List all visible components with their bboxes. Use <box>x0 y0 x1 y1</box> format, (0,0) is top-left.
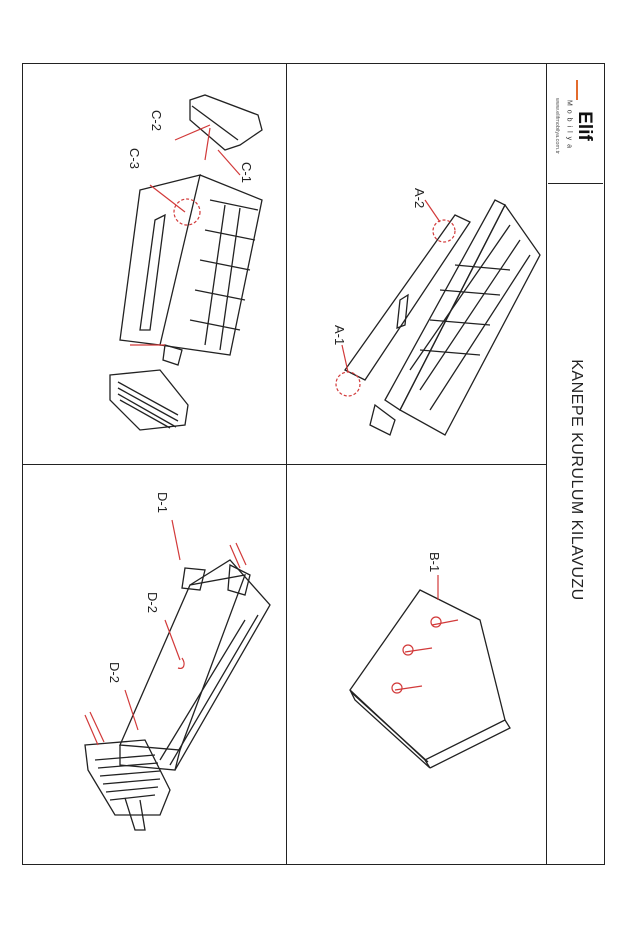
panel-b-callouts <box>391 575 459 694</box>
logo-accent-bar <box>576 80 578 100</box>
label-d2-top: D-2 <box>145 592 160 613</box>
logo-box <box>548 65 603 184</box>
label-c3: C-3 <box>127 148 142 169</box>
panel-c-callouts <box>130 124 241 346</box>
title-divider <box>546 63 547 865</box>
panel-d-drawing <box>84 559 271 831</box>
label-c1: C-1 <box>239 162 254 183</box>
label-d2-bottom: D-2 <box>107 662 122 683</box>
panel-c-drawing <box>109 94 263 431</box>
panel-b-drawing <box>349 589 511 769</box>
panel-a-callouts <box>335 199 456 397</box>
row-divider <box>22 464 546 465</box>
label-b1: B-1 <box>427 552 442 572</box>
label-c2: C-2 <box>149 110 164 131</box>
label-a2: A-2 <box>412 188 427 208</box>
panel-d-callouts <box>84 519 247 746</box>
label-d1: D-1 <box>155 492 170 513</box>
label-a1: A-1 <box>332 325 347 345</box>
panel-a-drawing <box>344 199 541 436</box>
